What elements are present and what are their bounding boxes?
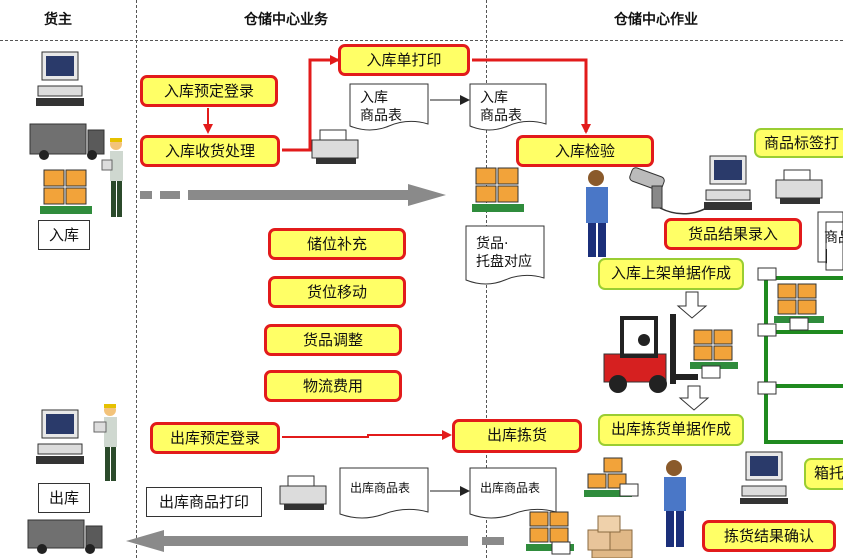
barcode-scanner-icon [629,167,713,215]
doc-line: | [824,248,829,264]
process-inspection[interactable]: 入库检验 [516,135,654,167]
flow-print-to-inspection [472,58,591,134]
doc-inbound-list: 入库 商品表 [354,86,408,128]
inbound-goods-flow-arrow [140,184,446,206]
picker-icon [664,460,686,547]
truck-icon [27,519,103,554]
worker-icon [101,138,123,217]
doc-line: 商品 [824,230,843,246]
doc-line: 入库 [480,90,508,106]
cardboard-boxes-icon [587,515,633,558]
doc-line: 入库 [360,90,388,106]
printer-icon [775,169,823,204]
process-logistics-fee[interactable]: 物流费用 [264,370,402,402]
process-inbound-print[interactable]: 入库单打印 [338,44,470,76]
flow-outbound-reservation-to-picking [282,430,452,440]
process-outbound-reservation[interactable]: 出库预定登录 [150,422,280,454]
flow-receiving-to-print [282,55,340,152]
process-putaway-doc[interactable]: 入库上架单据作成 [598,258,744,290]
cargo-pallet-icon [584,457,632,497]
process-relocate[interactable]: 货位移动 [268,276,406,308]
header-owner: 货主 [44,12,72,28]
process-picking-doc[interactable]: 出库拣货单据作成 [598,414,744,446]
process-inbound-receiving[interactable]: 入库收货处理 [140,135,280,167]
down-arrow-icon [678,385,710,411]
document-shape [469,467,557,519]
computer-icon [36,51,84,106]
process-replenish[interactable]: 储位补充 [268,228,406,260]
doc-line: 商品表 [480,108,522,124]
divider-owner-business [136,0,137,558]
doc-outbound-list-copy: 出库商品表 [480,481,541,495]
doc-goods-pallet: 货品· 托盘对应 [470,232,538,274]
document-shape [817,211,843,271]
storage-rack [764,276,843,444]
process-adjust[interactable]: 货品调整 [264,324,402,356]
cargo-pallet-icon [690,329,738,369]
header-business: 仓储中心业务 [244,12,328,28]
document-shape [469,83,547,131]
process-label-print[interactable]: 商品标签打 [754,128,843,158]
inspector-icon [586,170,608,257]
computer-icon [740,451,788,504]
truck-icon [29,123,105,160]
owner-outbound-label: 出库 [38,483,90,513]
document-shape [465,225,545,285]
forklift-icon [603,314,698,393]
outbound-goods-flow-arrow [126,530,504,552]
process-outbound-print[interactable]: 出库商品打印 [146,487,262,517]
cargo-pallet-icon [40,169,92,214]
doc-inbound-list-copy: 入库 商品表 [474,86,528,128]
printer-icon [311,129,359,164]
printer-icon [279,475,327,510]
process-inbound-reservation[interactable]: 入库预定登录 [140,75,278,107]
process-box[interactable]: 箱托 [804,458,843,490]
computer-icon [704,155,752,210]
process-picking[interactable]: 出库拣货 [452,419,582,453]
doc-line: 商品表 [360,108,402,124]
document-shape [349,83,429,131]
label-tag-icon [551,267,809,555]
header-operation: 仓储中心作业 [614,12,698,28]
owner-inbound-label: 入库 [38,220,90,250]
cargo-pallet-icon [472,167,524,212]
down-arrow-icon [676,291,708,319]
doc-outbound-list: 出库商品表 [350,481,411,495]
computer-icon [36,409,84,464]
doc-line: 货品· [476,236,509,252]
process-picking-confirm[interactable]: 拣货结果确认 [702,520,836,552]
doc-right-goods: 商品 | [818,226,843,268]
document-shape [339,467,429,519]
doc-line: 托盘对应 [476,254,532,270]
header-divider [0,40,843,41]
worker-icon [93,404,117,481]
process-result-entry[interactable]: 货品结果录入 [664,218,802,250]
